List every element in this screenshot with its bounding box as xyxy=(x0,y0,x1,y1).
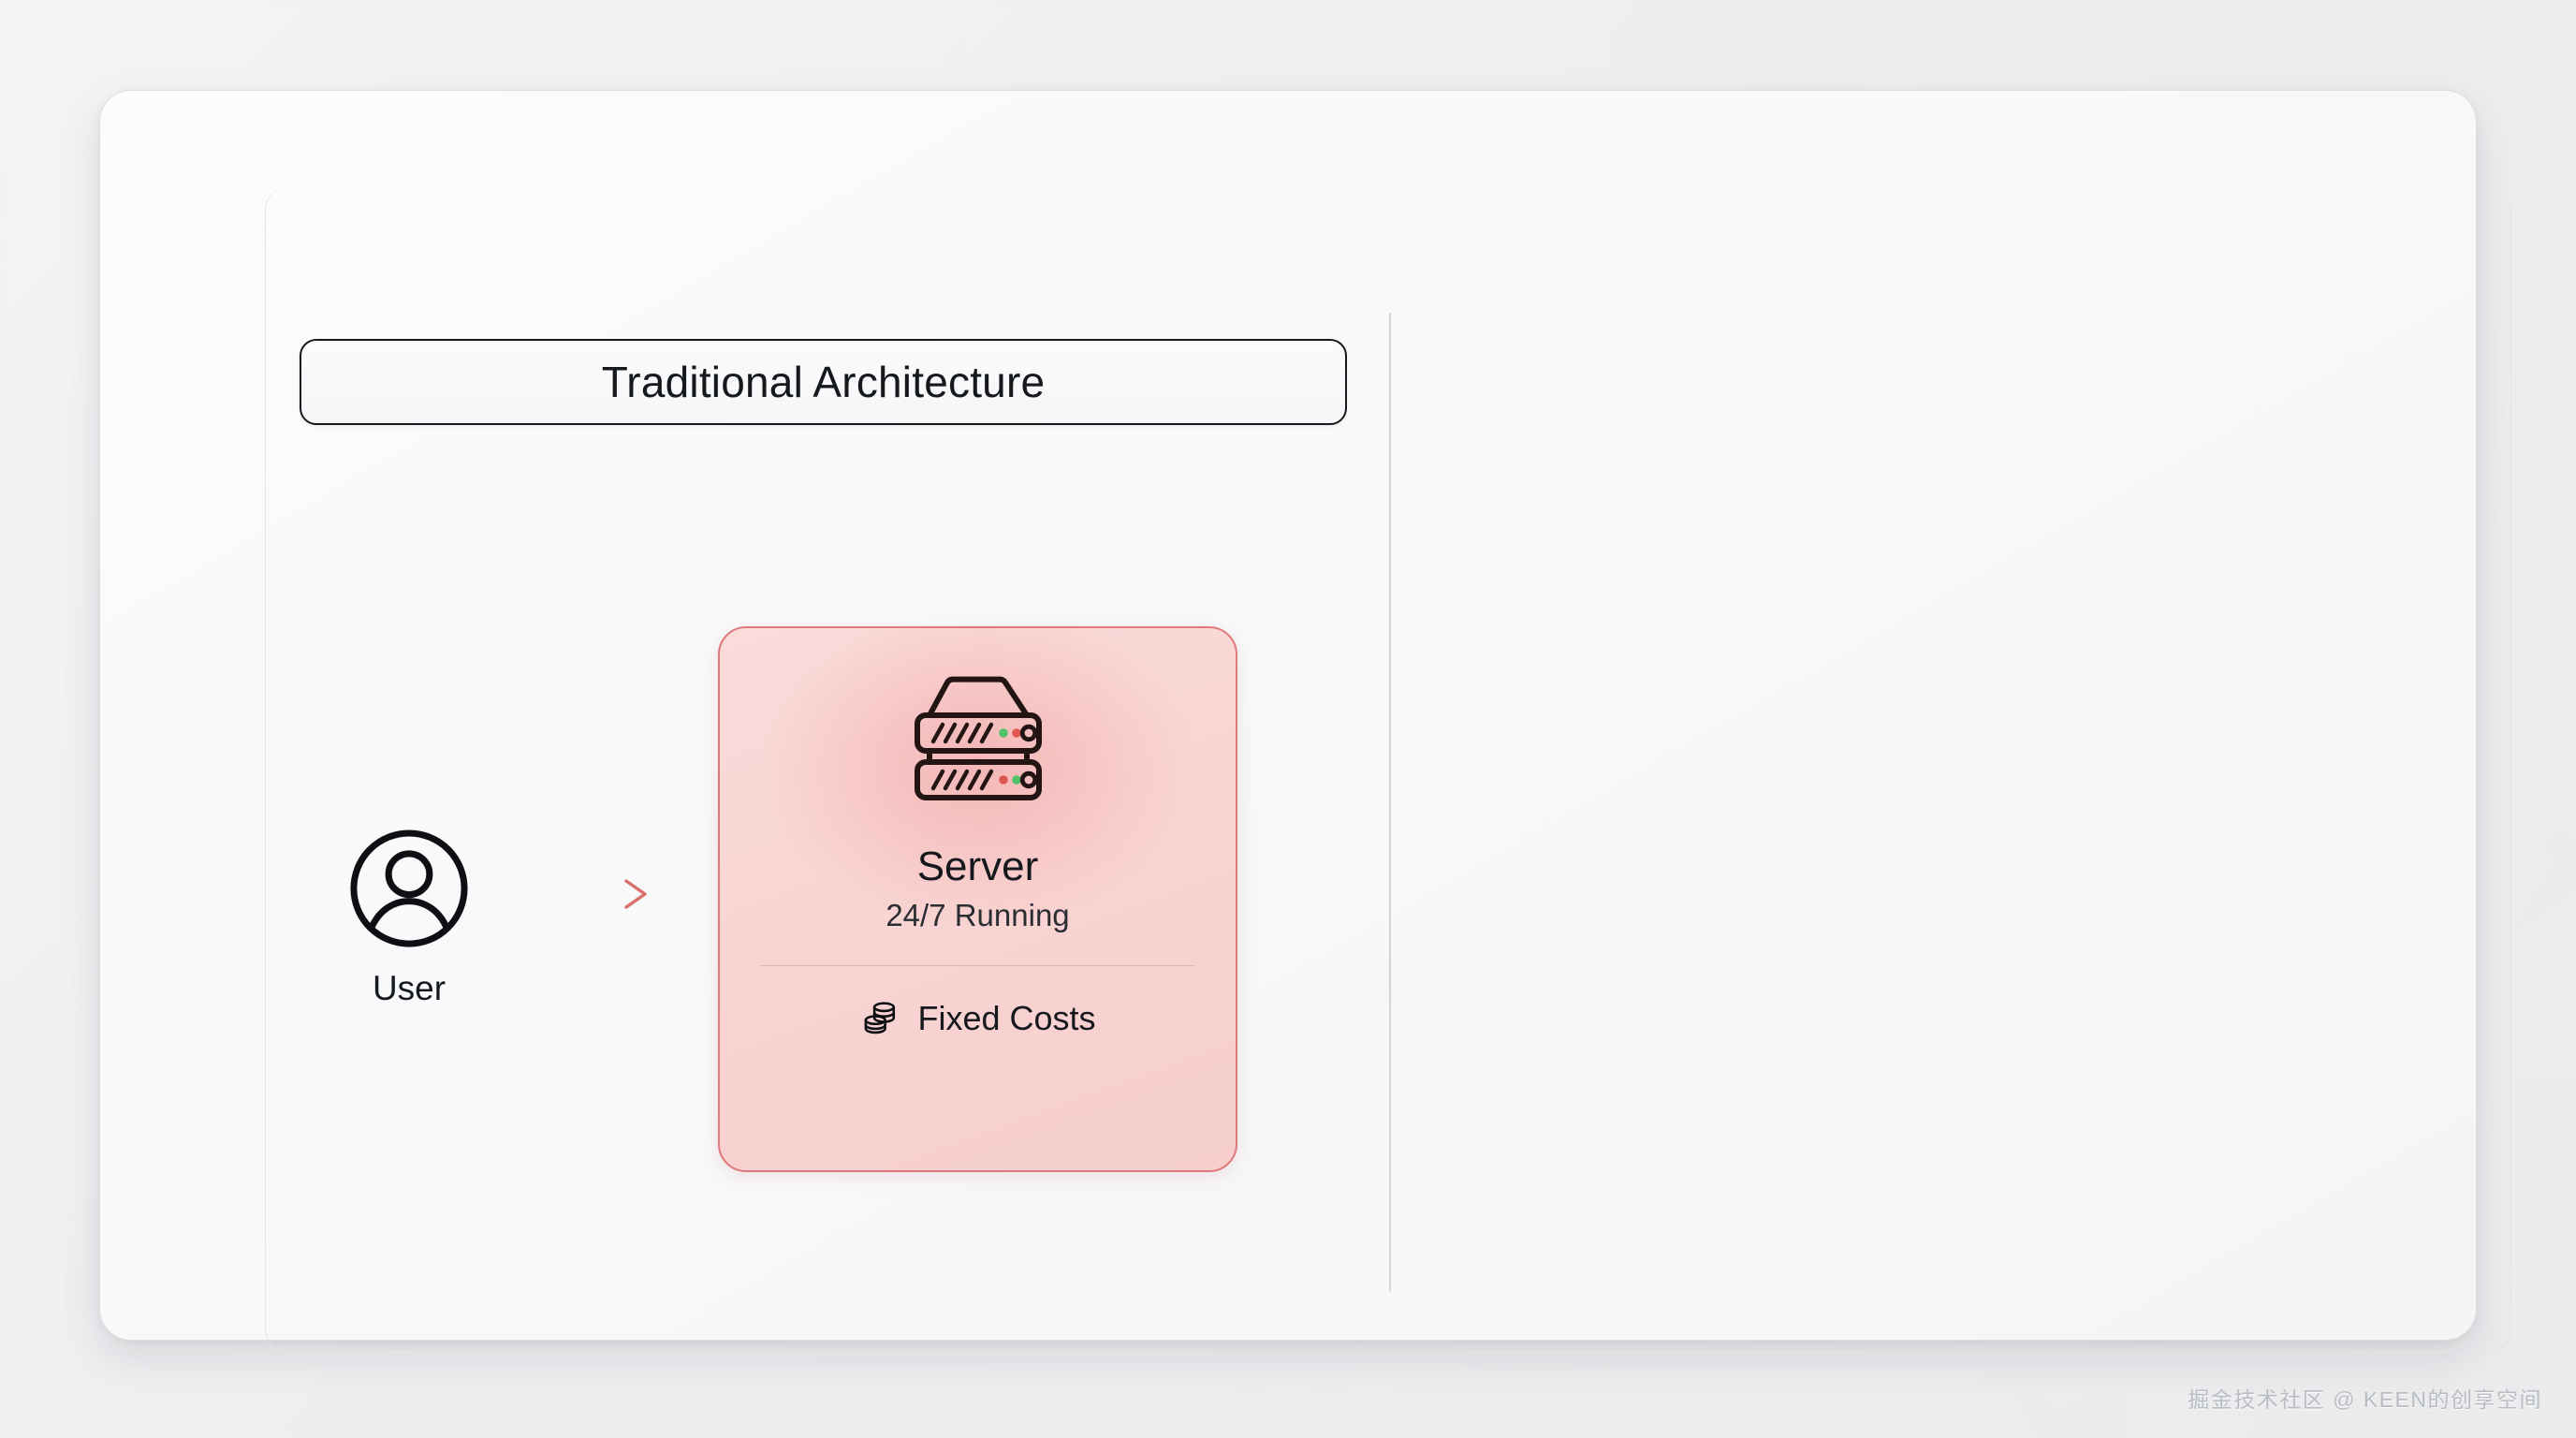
card-server-footer: Fixed Costs xyxy=(859,994,1096,1042)
card-server-title: Server xyxy=(916,844,1039,889)
arrow-user-to-server xyxy=(484,875,652,917)
node-user-traditional[interactable]: User xyxy=(334,615,484,1008)
user-icon xyxy=(344,823,475,954)
diagram-outer-card: Traditional Architecture User xyxy=(99,90,2511,1353)
column-traditional: Traditional Architecture User xyxy=(100,91,1388,1438)
section-header-traditional-label: Traditional Architecture xyxy=(601,358,1046,406)
coins-stack-icon xyxy=(859,994,902,1042)
column-divider xyxy=(1389,313,1391,1292)
section-header-traditional: Traditional Architecture xyxy=(300,339,1347,425)
card-server[interactable]: Server 24/7 Running Fixed Costs xyxy=(718,626,1237,1172)
column-serverless: Serverless Architecture User xyxy=(1390,91,2576,1438)
card-server-footer-label: Fixed Costs xyxy=(917,998,1096,1037)
node-user-traditional-label: User xyxy=(372,969,446,1007)
flow-traditional: User xyxy=(334,615,652,1008)
server-rack-icon xyxy=(898,660,1059,819)
card-server-divider xyxy=(761,965,1194,966)
watermark: 掘金技术社区 @ KEEN的创享空间 xyxy=(2188,1387,2542,1412)
card-server-subtitle: 24/7 Running xyxy=(886,898,1070,932)
